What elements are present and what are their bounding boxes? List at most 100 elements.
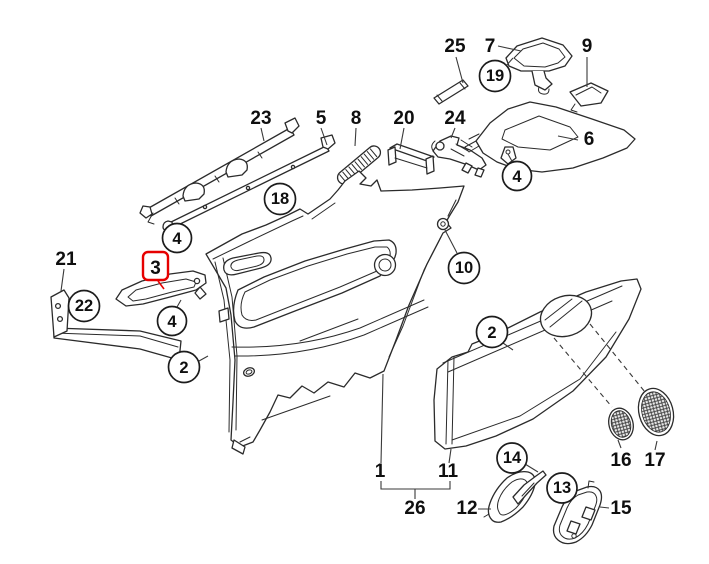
panel-foot — [231, 439, 246, 455]
pin-detail — [436, 82, 466, 102]
pocket-opening-inner — [240, 246, 391, 321]
callout-circle — [501, 160, 533, 192]
part-8-ribbed-strip — [336, 145, 382, 185]
part-label-25[interactable]: 25 — [444, 36, 466, 57]
part-label-3-highlighted[interactable]: 3 — [141, 250, 170, 290]
label-text: 4 — [172, 230, 182, 248]
part-16-speaker-grille — [608, 407, 634, 441]
callout-circle — [478, 59, 512, 93]
label-text: 3 — [150, 258, 161, 279]
part-label-13[interactable]: 13 — [546, 472, 578, 504]
lid-hook — [538, 86, 550, 95]
latch-body — [432, 135, 487, 171]
rail-end-clip — [139, 205, 153, 219]
part-label-7[interactable]: 7 — [485, 36, 496, 57]
part-20-bracket — [387, 143, 435, 175]
part-label-6[interactable]: 6 — [584, 129, 595, 150]
label-text: 2 — [487, 324, 496, 342]
part-label-15[interactable]: 15 — [610, 498, 632, 519]
part-label-4-rail-end[interactable]: 4 — [161, 222, 193, 254]
bezel-ring — [487, 470, 536, 523]
plate-window — [566, 520, 581, 535]
panel-foot-lines — [445, 356, 455, 445]
pin-body — [433, 79, 469, 105]
callout-circle — [67, 289, 101, 323]
part-label-1[interactable]: 1 — [375, 461, 386, 482]
callout-circle — [496, 442, 528, 474]
rail-hole — [290, 164, 296, 170]
callout-circle — [475, 315, 509, 349]
callout-circle — [447, 251, 481, 285]
oval-inner — [245, 369, 253, 375]
rail-end-tab — [320, 134, 336, 150]
lid-outline — [505, 37, 573, 72]
flap-outline — [569, 82, 609, 107]
rail-bump — [225, 158, 248, 178]
bracket-hole — [54, 302, 62, 310]
part-label-18[interactable]: 18 — [263, 182, 297, 216]
rail-bump — [182, 182, 205, 202]
bracket-leg — [387, 146, 397, 166]
bracket-detail — [394, 157, 428, 169]
part-label-23[interactable]: 23 — [250, 108, 271, 129]
part-12-handle-bezel — [483, 470, 547, 523]
part-6-tray — [464, 101, 636, 173]
part-label-21[interactable]: 21 — [55, 249, 77, 270]
lid-inner — [513, 42, 566, 68]
flap-hook — [570, 103, 578, 113]
part-23-mounting-rail — [139, 117, 300, 225]
callout-circle — [161, 222, 193, 254]
callout-circle — [263, 182, 297, 216]
part-label-2-right[interactable]: 2 — [475, 315, 509, 349]
part-label-8[interactable]: 8 — [351, 108, 362, 129]
label-text: 18 — [271, 190, 289, 208]
part-25-pin — [433, 79, 469, 105]
panel-pillar-detail — [218, 307, 230, 323]
part-label-16[interactable]: 16 — [610, 450, 631, 471]
part-label-11[interactable]: 11 — [438, 461, 459, 482]
label-text: 4 — [512, 168, 522, 186]
latch-detail — [431, 139, 473, 157]
projection-lines — [553, 323, 646, 408]
screw-icon — [436, 217, 450, 231]
label-text: 10 — [455, 259, 473, 277]
part-label-5[interactable]: 5 — [316, 108, 327, 129]
part-label-10[interactable]: 10 — [447, 251, 481, 285]
latch-hook — [435, 141, 445, 151]
part-label-26[interactable]: 26 — [404, 498, 425, 519]
screw-center — [440, 221, 446, 227]
part-label-24[interactable]: 24 — [444, 108, 466, 129]
highlight-leader — [157, 280, 165, 290]
rail-hole — [202, 204, 208, 210]
plate-window — [581, 506, 596, 521]
bracket-top — [389, 143, 435, 162]
speaker-hole-shading — [544, 298, 583, 328]
part-label-9[interactable]: 9 — [582, 36, 593, 57]
bracket-leg — [425, 155, 435, 175]
callout-circle — [167, 350, 201, 384]
callout-circle — [546, 472, 578, 504]
pocket-lip — [231, 299, 429, 357]
strip-body — [336, 145, 382, 185]
round-recess-inner — [378, 258, 392, 272]
part-label-14[interactable]: 14 — [496, 442, 528, 474]
bracket-hole — [56, 315, 64, 323]
latch-foot — [461, 162, 473, 174]
part-label-22[interactable]: 22 — [67, 289, 101, 323]
label-text: 14 — [503, 449, 522, 467]
part-21-bracket — [50, 289, 182, 361]
part-label-12[interactable]: 12 — [456, 498, 477, 519]
bracket-foot-inner — [53, 332, 179, 348]
panel-pillar-lines — [214, 257, 238, 433]
part-label-17[interactable]: 17 — [644, 450, 665, 471]
part-label-19[interactable]: 19 — [478, 59, 512, 93]
part-3-pull-handle — [115, 270, 207, 307]
part-label-4-upper-right[interactable]: 4 — [501, 160, 533, 192]
lever-detail — [483, 482, 535, 518]
part-label-20[interactable]: 20 — [393, 108, 414, 129]
part-24-latch — [431, 135, 487, 178]
label-text: 4 — [167, 313, 177, 331]
part-label-4-handle[interactable]: 4 — [156, 305, 188, 337]
part-label-2-left[interactable]: 2 — [167, 350, 201, 384]
